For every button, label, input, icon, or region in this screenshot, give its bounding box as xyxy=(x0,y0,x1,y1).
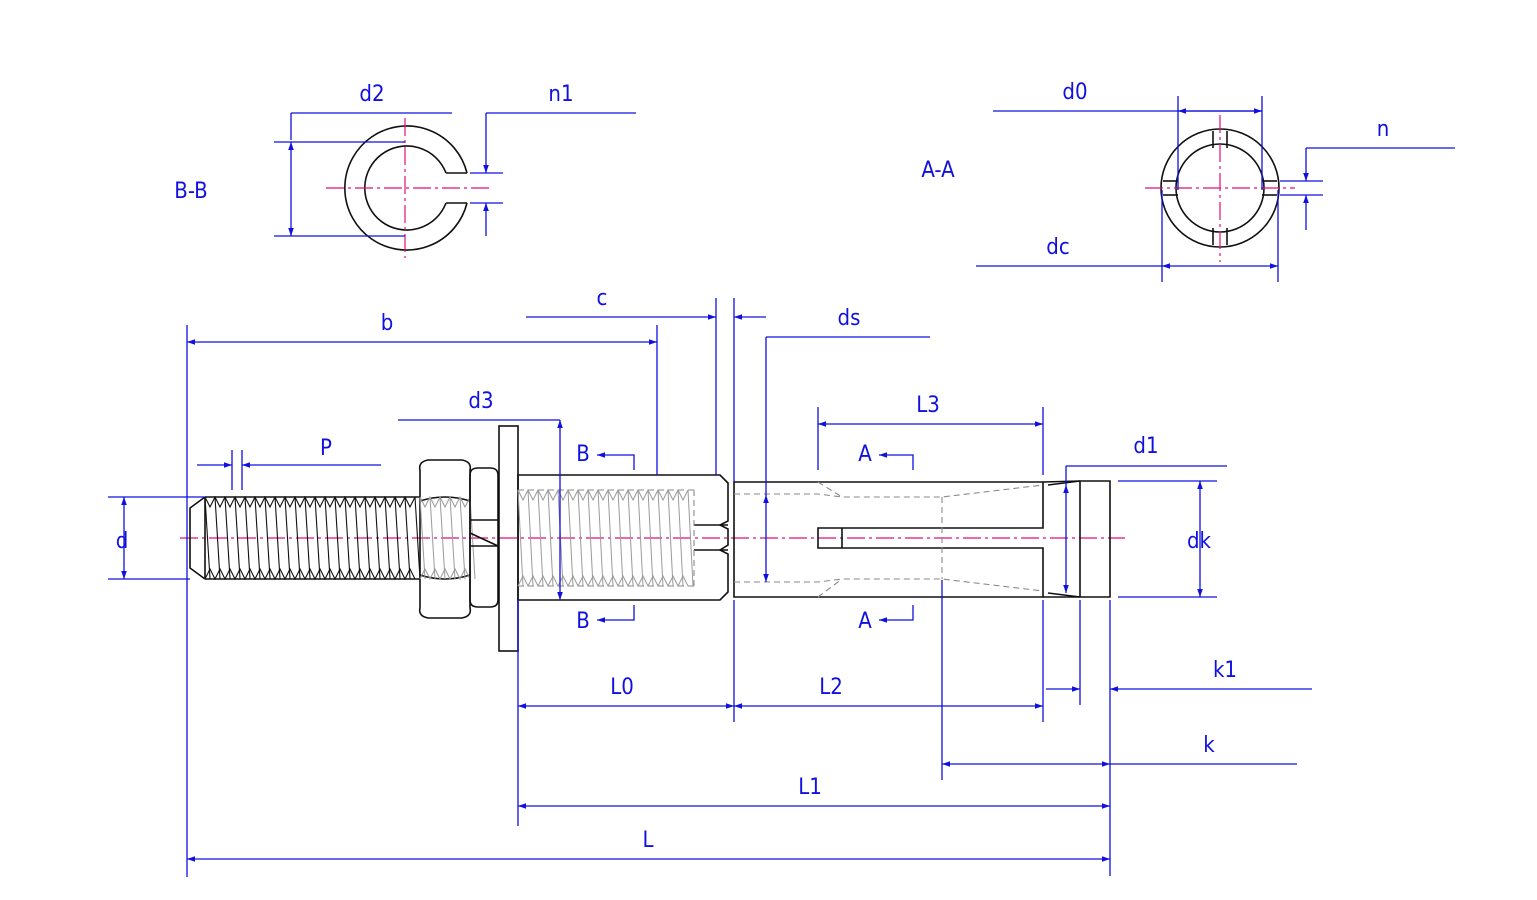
dim-dc xyxy=(976,190,1279,282)
section-b-b-view xyxy=(326,118,490,258)
label-l: L xyxy=(642,828,653,853)
dim-d0 xyxy=(993,96,1263,190)
dim-k1 xyxy=(1046,600,1312,876)
dim-p xyxy=(197,450,381,490)
section-a-a-view xyxy=(1145,115,1295,262)
spring-washer xyxy=(469,467,499,608)
label-cut-a-top: A xyxy=(858,442,872,467)
label-d1: d1 xyxy=(1133,434,1158,459)
dim-d xyxy=(108,496,205,580)
label-l1: L1 xyxy=(798,775,822,800)
dim-d1 xyxy=(1063,465,1227,593)
label-p: P xyxy=(320,436,332,461)
nut-threads xyxy=(419,495,476,581)
cut-marker-b-top xyxy=(597,452,635,470)
dim-d2 xyxy=(274,112,452,237)
label-k1: k1 xyxy=(1213,658,1237,683)
label-dc: dc xyxy=(1046,235,1069,260)
cut-marker-a-top xyxy=(879,452,914,470)
dim-dk xyxy=(1118,480,1217,598)
dim-k xyxy=(941,580,1297,780)
dim-c xyxy=(526,298,766,482)
dim-ds xyxy=(763,336,930,582)
stud-threads xyxy=(204,495,421,581)
label-d2: d2 xyxy=(359,82,384,107)
expansion-shell xyxy=(733,481,1044,598)
label-dk: dk xyxy=(1187,529,1212,554)
dim-l2 xyxy=(734,600,1044,722)
dim-l0 xyxy=(517,600,735,826)
label-ds: ds xyxy=(838,306,861,331)
dim-n xyxy=(1280,147,1455,230)
label-b: b xyxy=(381,311,394,336)
label-d3: d3 xyxy=(468,389,493,414)
cut-marker-a-bottom xyxy=(879,605,914,623)
dim-b xyxy=(186,325,658,877)
label-d: d xyxy=(116,529,129,554)
cut-marker-b-bottom xyxy=(597,605,635,623)
hex-nut xyxy=(418,459,476,619)
label-n1: n1 xyxy=(548,82,573,107)
dim-n1 xyxy=(470,112,636,236)
label-l2: L2 xyxy=(819,675,843,700)
dim-l3 xyxy=(817,407,1044,475)
label-d0: d0 xyxy=(1062,80,1087,105)
label-cut-a-bottom: A xyxy=(858,609,872,634)
label-l0: L0 xyxy=(610,675,634,700)
cone-head xyxy=(1042,480,1111,598)
dim-d3 xyxy=(398,419,563,600)
label-cut-b-top: B xyxy=(576,442,590,467)
label-section-a-a: A-A xyxy=(921,158,955,183)
threaded-stud xyxy=(189,495,421,581)
label-cut-b-bottom: B xyxy=(576,609,590,634)
label-k: k xyxy=(1203,733,1215,758)
label-n: n xyxy=(1377,117,1390,142)
label-l3: L3 xyxy=(916,393,940,418)
label-c: c xyxy=(597,286,608,311)
label-section-b-b: B-B xyxy=(174,179,208,204)
